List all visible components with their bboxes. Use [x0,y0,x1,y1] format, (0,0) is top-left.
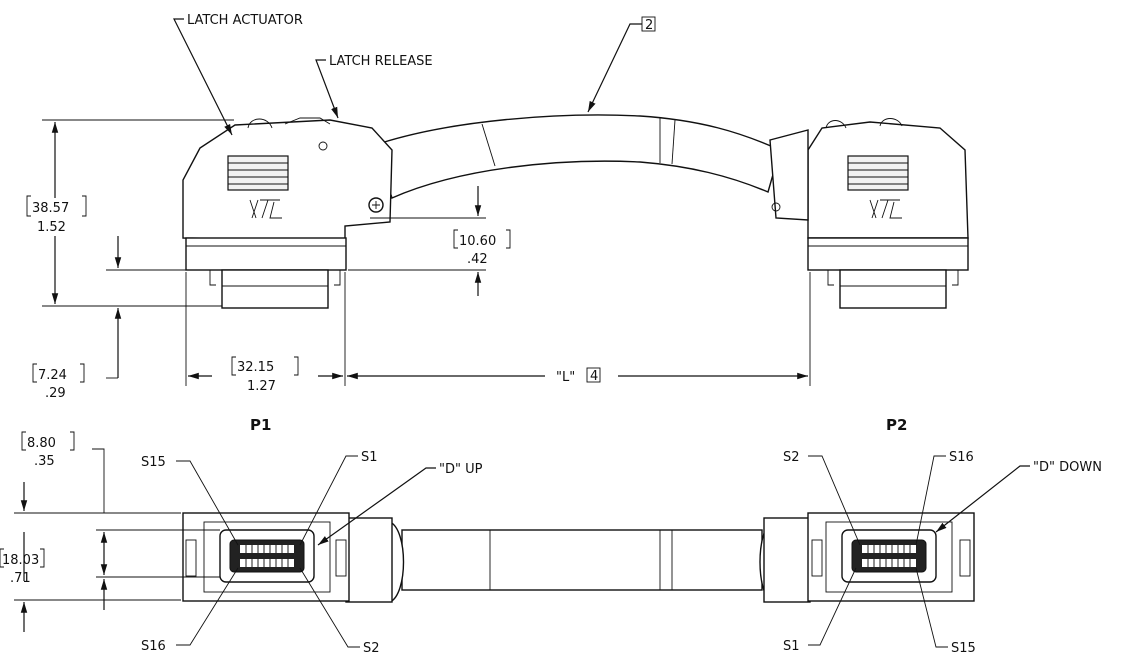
d-up-label: "D" UP [439,462,483,477]
note-2-number: 2 [645,18,653,33]
p1-pin-bottom-left: S16 [141,639,166,654]
length-note-number: 4 [590,369,598,384]
face-b-in-value: .71 [10,571,31,586]
latch-release-callout: LATCH RELEASE [315,54,433,119]
face-b-mm-value: 18.03 [2,553,39,568]
height-in-value: 1.52 [37,220,66,235]
p1-pin-top-right: S1 [361,450,378,465]
face-dimensions: 8.80 .35 18.03 .71 [0,431,220,632]
offset-mm-value: 10.60 [459,234,496,249]
height-dimension: 38.57 1.52 [26,119,234,307]
p2-pin-bottom-right: S15 [951,641,976,656]
p2-pin-top-left: S2 [783,450,800,465]
note-2-callout: 2 [587,16,656,113]
p2-title: P2 [886,416,907,434]
p1-pin-top-left: S15 [141,455,166,470]
latch-actuator-callout: LATCH ACTUATOR [173,13,303,136]
p1-title: P1 [250,416,271,434]
p1-pin-bottom-right: S2 [363,641,380,656]
p2-pin-bottom-left: S1 [783,639,800,654]
cable-bottom-view [389,521,773,603]
lower-in-value: .29 [45,386,66,401]
face-a-mm-value: 8.80 [27,436,56,451]
p1-face-view [182,512,393,603]
d-down-label: "D" DOWN [1033,460,1102,475]
p1-side-connector [182,117,393,309]
p1-pin-callouts: S15 S1 S16 S2 "D" UP [141,450,483,656]
lower-mm-value: 7.24 [38,368,67,383]
p2-face-view [763,512,975,603]
offset-in-value: .42 [467,252,488,267]
width-in-value: 1.27 [247,379,276,394]
length-dimension: "L" 4 [347,272,811,386]
tyco-logo [869,199,902,219]
cable-side-view [374,114,781,199]
p2-pin-top-right: S16 [949,450,974,465]
face-a-in-value: .35 [34,454,55,469]
height-mm-value: 38.57 [32,201,69,216]
latch-actuator-label: LATCH ACTUATOR [187,13,303,28]
latch-release-label: LATCH RELEASE [329,54,433,69]
p2-side-connector [769,118,969,309]
tyco-logo [249,199,282,219]
width-dimension: 32.15 1.27 [185,272,346,394]
length-label: "L" [556,370,575,385]
offset-dimension: 10.60 .42 [348,186,511,296]
width-mm-value: 32.15 [237,360,274,375]
p2-pin-callouts: S2 S16 S1 S15 "D" DOWN [783,450,1102,656]
lower-dimension: 7.24 .29 [32,236,222,401]
